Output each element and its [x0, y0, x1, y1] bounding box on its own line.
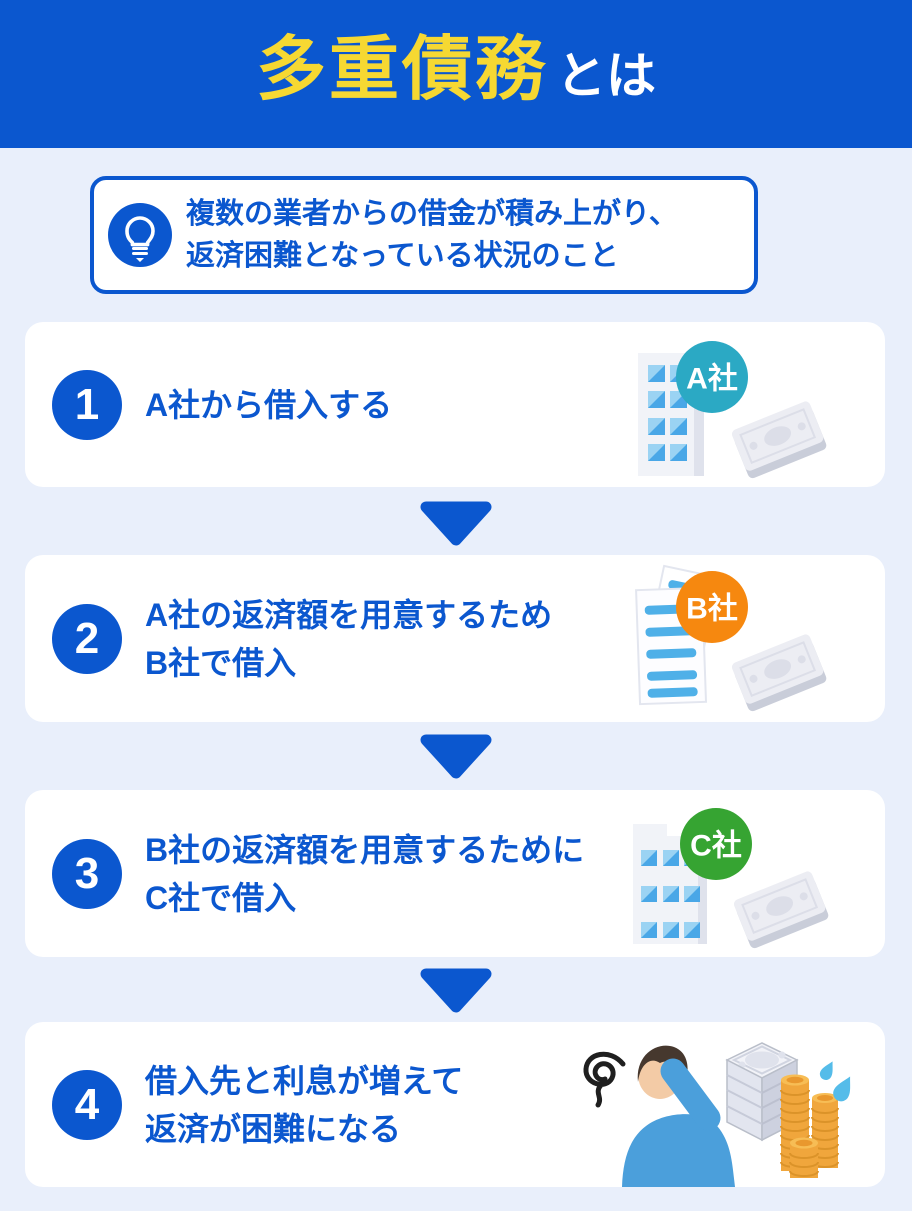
down-arrow-icon [420, 734, 492, 779]
page-header: 多重債務 とは [0, 0, 912, 148]
step-4-card: 4 借入先と利息が増えて 返済が困難になる [25, 1022, 885, 1187]
company-b-badge: B社 [676, 571, 748, 643]
down-arrow-icon [420, 968, 492, 1013]
step-4-number-badge: 4 [52, 1069, 122, 1140]
step-1-card: 1 A社から借入する [25, 322, 885, 487]
step-2-number-badge: 2 [52, 603, 122, 674]
step-2-card: 2 A社の返済額を用意するため B社で借入 [25, 555, 885, 722]
worried-man-icon [622, 1045, 735, 1187]
step-1-line-1: A社から借入する [145, 386, 393, 423]
definition-callout: 複数の業者からの借金が積み上がり、 返済困難となっている状況のこと [90, 176, 758, 294]
definition-line-2: 返済困難となっている状況のこと [186, 240, 619, 272]
sweat-drops-icon [819, 1061, 851, 1102]
office-building-a-icon: A社 [638, 341, 827, 479]
step-1-number-badge: 1 [52, 369, 122, 440]
definition-line-1: 複数の業者からの借金が積み上がり、 [186, 197, 678, 230]
step-3-line-1: B社の返済額を用意するために [145, 831, 585, 868]
step-2-line-2: B社で借入 [145, 644, 297, 681]
coin-stacks-icon [780, 1074, 839, 1178]
worried-man-with-debt-illustration [583, 1042, 851, 1187]
step-4-line-2: 返済が困難になる [145, 1110, 402, 1147]
banknote-icon [733, 871, 829, 949]
company-a-badge: A社 [676, 341, 748, 413]
office-building-c-icon: C社 [633, 808, 829, 949]
step-4-text: 借入先と利息が増えて 返済が困難になる [145, 1057, 463, 1153]
definition-text: 複数の業者からの借金が積み上がり、 返済困難となっている状況のこと [186, 193, 678, 277]
lightbulb-icon [108, 203, 172, 267]
company-c-badge: C社 [680, 808, 752, 880]
svg-text:C社: C社 [690, 830, 742, 863]
step-3-text: B社の返済額を用意するために C社で借入 [145, 826, 584, 922]
banknote-icon [731, 401, 827, 479]
down-arrow-icon [420, 501, 492, 546]
coin-stack-short [789, 1137, 819, 1178]
title-highlight: 多重債務 [256, 30, 548, 108]
banknote-icon [731, 634, 827, 712]
loan-document-icon: B社 [635, 564, 827, 712]
confusion-scribble-icon [583, 1051, 626, 1108]
step-2-text: A社の返済額を用意するため B社で借入 [145, 591, 552, 687]
step-2-line-1: A社の返済額を用意するため [145, 596, 553, 633]
step-3-card: 3 B社の返済額を用意するために C社で借入 [25, 790, 885, 957]
step-3-line-2: C社で借入 [145, 879, 297, 916]
building-windows [648, 365, 687, 461]
page-title: 多重債務 とは [256, 34, 656, 104]
coin-stack-medium [811, 1093, 839, 1168]
svg-text:A社: A社 [686, 363, 738, 396]
title-suffix: とは [556, 48, 656, 104]
svg-text:B社: B社 [686, 593, 738, 626]
step-1-text: A社から借入する [145, 381, 392, 429]
step-4-card-content [25, 1022, 885, 1187]
step-3-number-badge: 3 [52, 838, 122, 909]
building-icon [638, 353, 704, 476]
step-4-line-1: 借入先と利息が増えて [145, 1062, 464, 1099]
